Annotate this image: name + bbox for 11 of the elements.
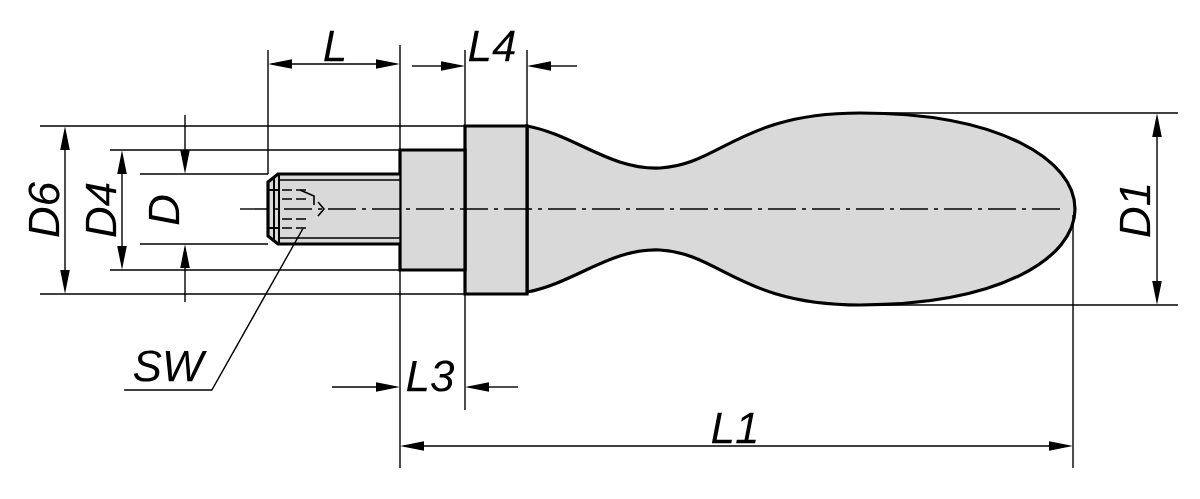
dimension-label: L3 [406, 360, 455, 392]
dimension-label: D4 [85, 183, 117, 237]
dimension-label: L4 [468, 30, 515, 62]
dimension-label: L [324, 30, 345, 62]
dimension-label: L1 [711, 412, 756, 444]
callout-label: SW [133, 350, 207, 382]
dimension-label: D [148, 195, 180, 225]
leader-line [123, 227, 304, 391]
dimension-label: D1 [1119, 185, 1151, 237]
dimension-label: D6 [28, 181, 60, 237]
socket-drawing [281, 189, 326, 229]
